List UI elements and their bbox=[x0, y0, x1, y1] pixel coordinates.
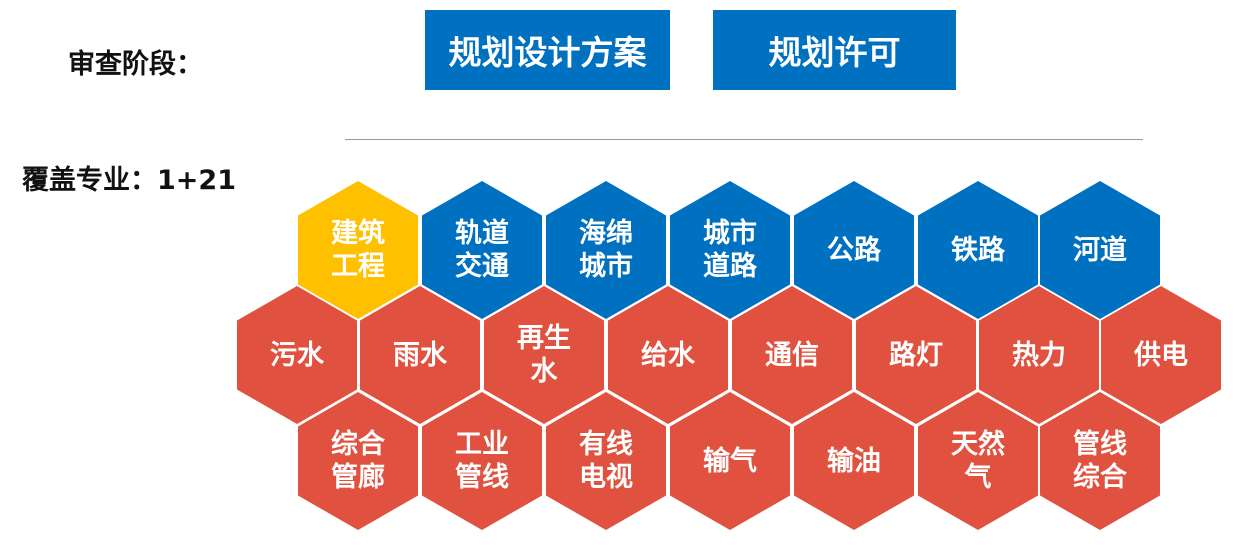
discipline-hex: 雨水 bbox=[360, 286, 480, 424]
discipline-hex: 河道 bbox=[1040, 181, 1160, 319]
discipline-hex: 铁路 bbox=[918, 181, 1038, 319]
divider bbox=[345, 139, 1143, 140]
discipline-hex: 综合 管廊 bbox=[298, 392, 418, 530]
discipline-hex: 污水 bbox=[237, 286, 357, 424]
discipline-hex: 城市 道路 bbox=[670, 181, 790, 319]
discipline-hex: 轨道 交通 bbox=[422, 181, 542, 319]
discipline-hex: 工业 管线 bbox=[422, 392, 542, 530]
discipline-hex: 通信 bbox=[732, 286, 852, 424]
discipline-hex: 海绵 城市 bbox=[546, 181, 666, 319]
discipline-hex: 建筑 工程 bbox=[298, 181, 418, 319]
discipline-hex: 输气 bbox=[670, 392, 790, 530]
discipline-hex: 供电 bbox=[1101, 286, 1221, 424]
discipline-hex: 路灯 bbox=[856, 286, 976, 424]
coverage-label: 覆盖专业：1+21 bbox=[22, 165, 236, 196]
discipline-hex: 管线 综合 bbox=[1040, 392, 1160, 530]
discipline-hex: 公路 bbox=[794, 181, 914, 319]
stage-planning-permit-button[interactable]: 规划许可 bbox=[713, 10, 956, 90]
stage-planning-design-button[interactable]: 规划设计方案 bbox=[425, 10, 670, 90]
discipline-hex: 再生 水 bbox=[484, 286, 604, 424]
discipline-hex: 热力 bbox=[979, 286, 1099, 424]
discipline-hex: 天然 气 bbox=[918, 392, 1038, 530]
discipline-hex: 给水 bbox=[608, 286, 728, 424]
discipline-hex: 有线 电视 bbox=[546, 392, 666, 530]
discipline-hex: 输油 bbox=[794, 392, 914, 530]
review-stage-label: 审查阶段： bbox=[68, 49, 203, 80]
